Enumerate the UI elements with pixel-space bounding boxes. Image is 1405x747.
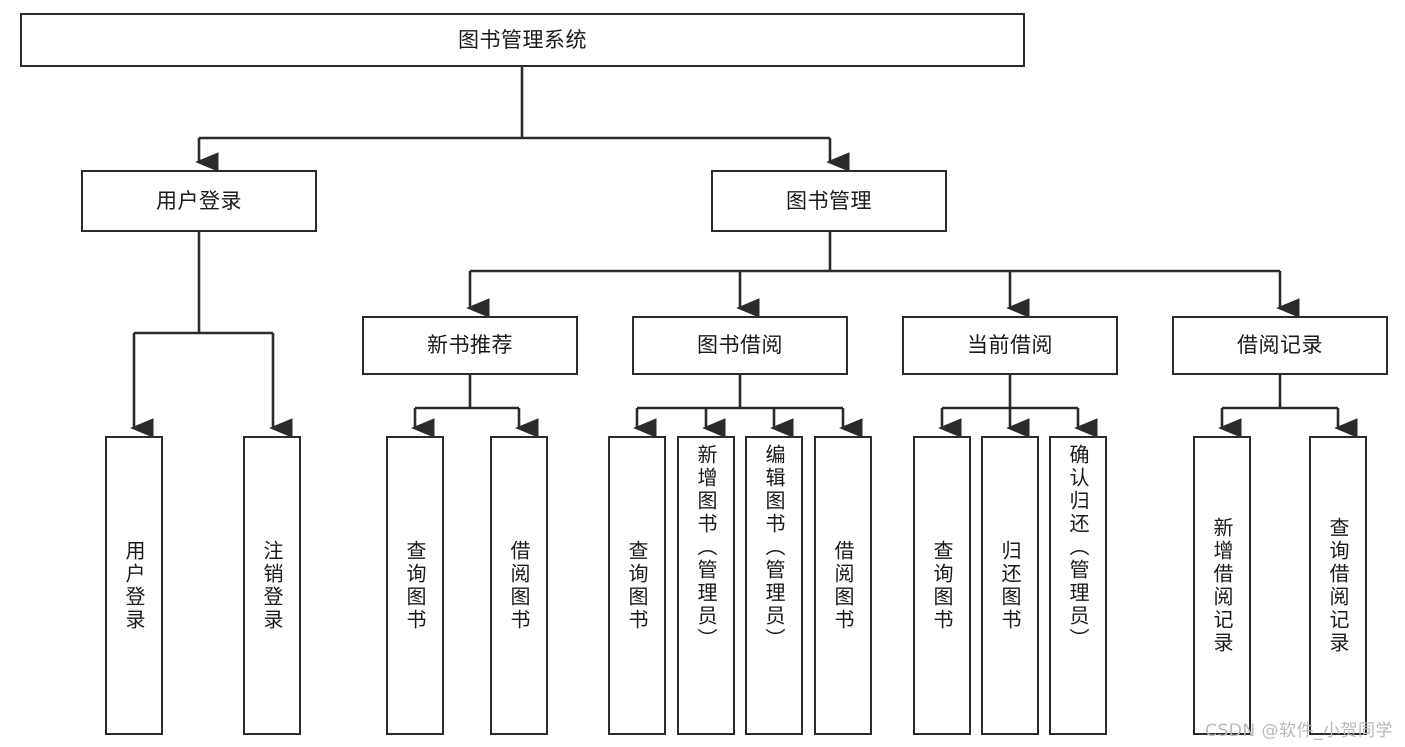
node-book-borrow[interactable]: 图书借阅	[632, 316, 848, 375]
node-leaf-borrow-book-1-label: 借阅图书	[507, 539, 531, 632]
node-leaf-borrow-book-2-label: 借阅图书	[831, 539, 855, 632]
node-leaf-borrow-book-1[interactable]: 借阅图书	[490, 436, 548, 735]
node-user-login-label: 用户登录	[156, 188, 242, 213]
node-leaf-query-book-1-label: 查询图书	[403, 539, 427, 632]
node-leaf-query-book-2-label: 查询图书	[625, 539, 649, 632]
node-leaf-add-book-label: 新增图书（管理员）	[694, 444, 718, 651]
node-leaf-confirm-return-label: 确认归还（管理员）	[1066, 444, 1090, 651]
node-new-book-recommend[interactable]: 新书推荐	[362, 316, 578, 375]
node-root-label: 图书管理系统	[458, 27, 587, 52]
node-borrow-record-label: 借阅记录	[1237, 333, 1323, 358]
node-leaf-edit-book-label: 编辑图书（管理员）	[762, 444, 786, 651]
node-leaf-user-login-label: 用户登录	[122, 539, 146, 632]
watermark-text: CSDN @软件_小贺同学	[1205, 721, 1393, 741]
node-borrow-record[interactable]: 借阅记录	[1172, 316, 1388, 375]
node-current-borrow-label: 当前借阅	[967, 333, 1053, 358]
node-leaf-query-book-3-label: 查询图书	[930, 539, 954, 632]
node-book-manage[interactable]: 图书管理	[711, 170, 947, 232]
node-root-library-system[interactable]: 图书管理系统	[20, 13, 1025, 67]
node-leaf-borrow-book-2[interactable]: 借阅图书	[814, 436, 872, 735]
node-leaf-query-book-3[interactable]: 查询图书	[913, 436, 971, 735]
node-current-borrow[interactable]: 当前借阅	[902, 316, 1118, 375]
node-leaf-return-book[interactable]: 归还图书	[981, 436, 1039, 735]
node-leaf-add-book[interactable]: 新增图书（管理员）	[677, 436, 735, 735]
node-leaf-add-record-label: 新增借阅记录	[1210, 516, 1234, 655]
node-leaf-logout-label: 注销登录	[260, 539, 284, 632]
node-leaf-query-record-label: 查询借阅记录	[1326, 516, 1350, 655]
node-leaf-query-book-2[interactable]: 查询图书	[608, 436, 666, 735]
node-leaf-add-record[interactable]: 新增借阅记录	[1193, 436, 1251, 735]
node-leaf-confirm-return[interactable]: 确认归还（管理员）	[1049, 436, 1107, 735]
node-leaf-query-record[interactable]: 查询借阅记录	[1309, 436, 1367, 735]
node-leaf-logout[interactable]: 注销登录	[243, 436, 301, 735]
node-leaf-query-book-1[interactable]: 查询图书	[386, 436, 444, 735]
node-new-book-recommend-label: 新书推荐	[427, 333, 513, 358]
node-user-login[interactable]: 用户登录	[81, 170, 317, 232]
node-leaf-edit-book[interactable]: 编辑图书（管理员）	[745, 436, 803, 735]
node-book-manage-label: 图书管理	[786, 188, 872, 213]
node-leaf-return-book-label: 归还图书	[998, 539, 1022, 632]
node-leaf-user-login[interactable]: 用户登录	[105, 436, 163, 735]
node-book-borrow-label: 图书借阅	[697, 333, 783, 358]
